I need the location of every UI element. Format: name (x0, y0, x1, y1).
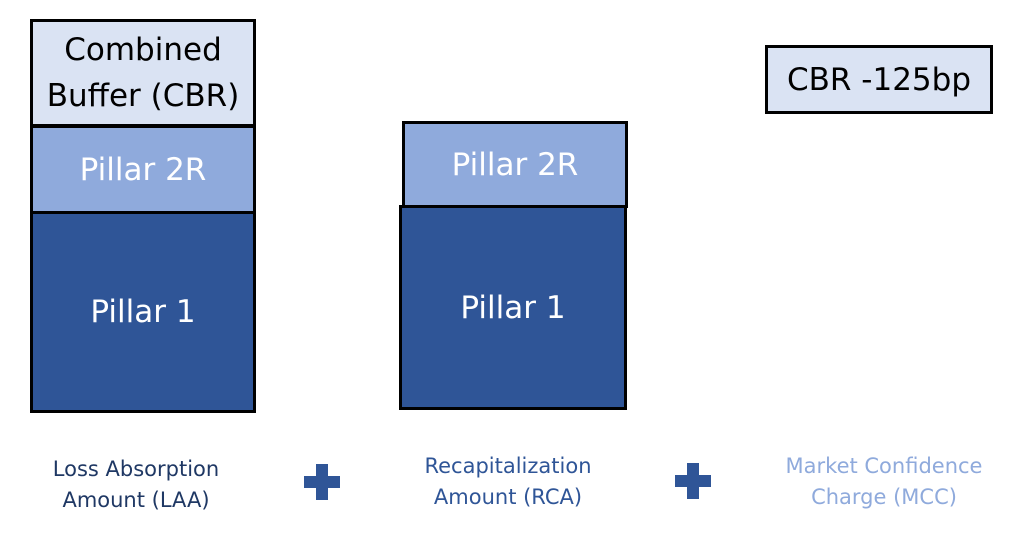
mcc-caption-line1: Market Confidence (785, 454, 983, 478)
laa-pillar2r-label: Pillar 2R (79, 151, 207, 188)
rca-caption: Recapitalization Amount (RCA) (392, 451, 624, 513)
plus-icon (675, 463, 711, 499)
laa-combined-buffer-line2: Buffer (CBR) (46, 78, 240, 114)
laa-caption: Loss Absorption Amount (LAA) (20, 454, 252, 516)
rca-caption-line1: Recapitalization (424, 454, 592, 478)
laa-caption-line2: Amount (LAA) (62, 488, 210, 512)
mcc-cbr-box: CBR -125bp (765, 45, 993, 114)
rca-pillar2r-label: Pillar 2R (451, 146, 579, 183)
rca-pillar1-block: Pillar 1 (399, 205, 627, 410)
laa-combined-buffer-line1: Combined (64, 32, 222, 68)
laa-pillar1-block: Pillar 1 (30, 211, 256, 413)
mcc-caption-line2: Charge (MCC) (811, 485, 957, 509)
laa-combined-buffer-block: Combined Buffer (CBR) (30, 19, 256, 127)
mcc-caption: Market Confidence Charge (MCC) (764, 451, 1004, 513)
laa-pillar2r-block: Pillar 2R (30, 125, 256, 214)
rca-pillar1-label: Pillar 1 (460, 289, 566, 326)
rca-caption-line2: Amount (RCA) (433, 485, 583, 509)
rca-pillar2r-block: Pillar 2R (402, 121, 628, 208)
laa-pillar1-label: Pillar 1 (90, 294, 196, 330)
plus-icon (304, 464, 340, 500)
mcc-cbr-label: CBR -125bp (786, 61, 972, 98)
laa-caption-line1: Loss Absorption (52, 457, 220, 481)
